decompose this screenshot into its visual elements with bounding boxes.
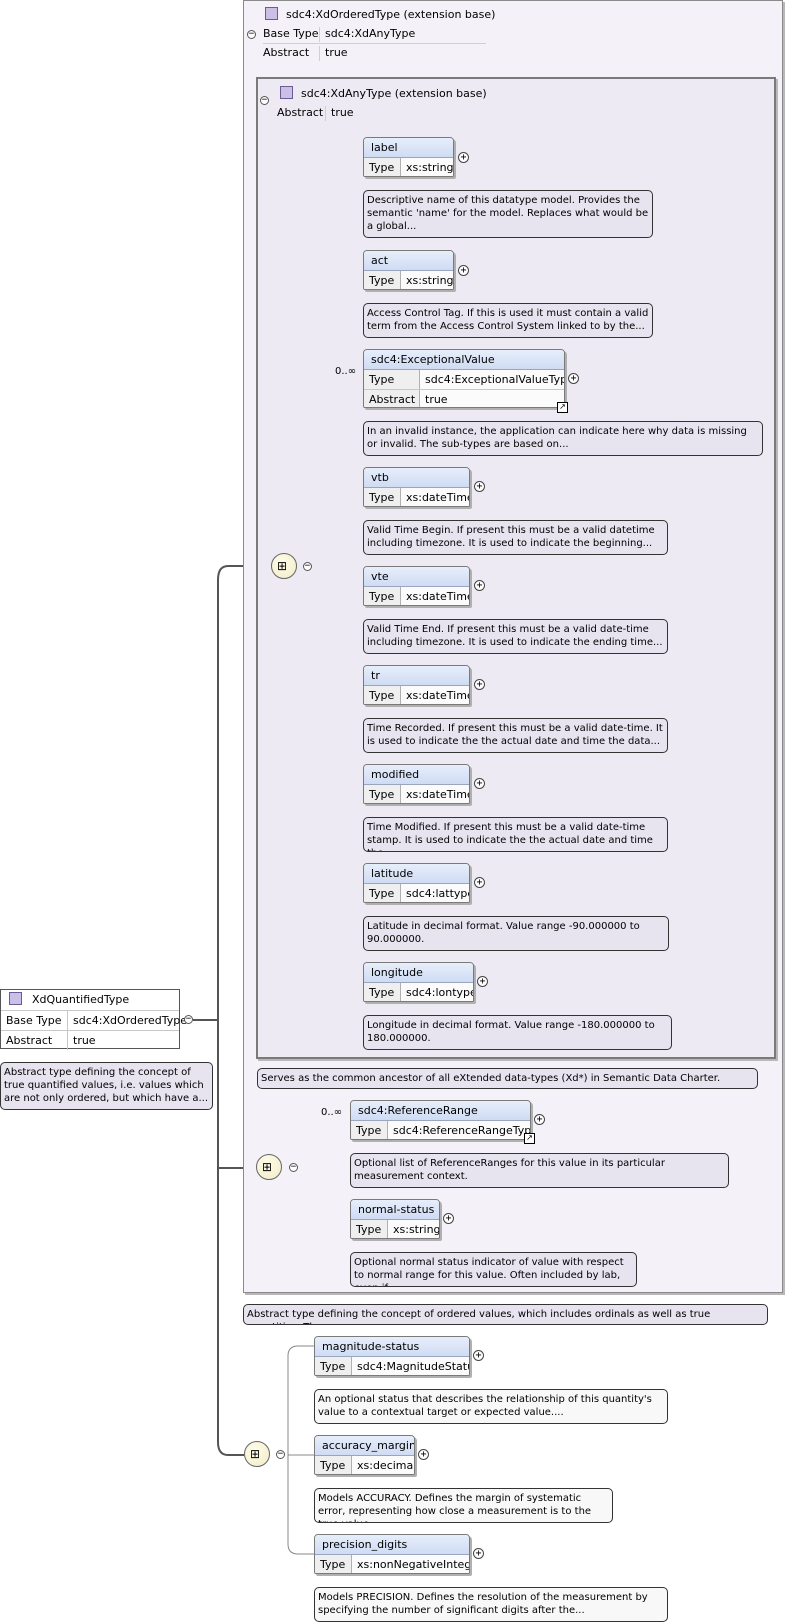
complex-type-icon [280,86,293,99]
element-doc: Descriptive name of this datatype model.… [363,190,653,238]
collapse-icon[interactable]: − [303,561,312,571]
element-doc: Valid Time End. If present this must be … [363,619,668,654]
root-type-box[interactable]: XdQuantifiedType Base Type sdc4:XdOrdere… [0,989,187,1050]
ordered-base-title: sdc4:XdOrderedType (extension base) [265,7,495,21]
element-doc: Optional normal status indicator of valu… [350,1252,637,1287]
reference-arrow-icon: ↗ [524,1133,535,1144]
any-base-title: sdc4:XdAnyType (extension base) [280,86,487,100]
expand-icon[interactable]: + [474,778,485,789]
expand-icon[interactable]: + [534,1114,545,1125]
complex-type-icon [265,7,278,20]
expand-icon[interactable]: + [477,976,488,987]
collapse-icon[interactable]: − [276,1449,285,1459]
root-prop-row: Base Type sdc4:XdOrderedType [1,1011,187,1031]
element-doc: In an invalid instance, the application … [363,421,763,456]
expand-icon[interactable]: + [568,373,579,384]
expand-icon[interactable]: + [474,877,485,888]
any-base-doc: Serves as the common ancestor of all eXt… [257,1068,758,1089]
element-doc: Longitude in decimal format. Value range… [363,1015,672,1050]
sequence-compositor-icon[interactable]: ⊞ [271,553,297,579]
complex-type-icon [9,992,22,1005]
element-doc: Access Control Tag. If this is used it m… [363,303,653,338]
collapse-icon[interactable]: − [247,29,256,39]
expand-icon[interactable]: + [418,1449,429,1460]
root-doc: Abstract type defining the concept of tr… [0,1062,213,1110]
multiplicity-label: 0..∞ [335,366,357,377]
collapse-icon[interactable]: − [260,95,269,105]
root-prop-row: Abstract true [1,1031,179,1050]
expand-icon[interactable]: + [458,265,469,276]
expand-icon[interactable]: + [474,481,485,492]
collapse-icon[interactable]: − [289,1162,298,1172]
root-type-title: XdQuantifiedType [1,990,179,1011]
ordered-base-doc: Abstract type defining the concept of or… [243,1304,768,1325]
element-doc: Latitude in decimal format. Value range … [363,916,669,951]
expand-icon[interactable]: + [443,1213,454,1224]
sequence-compositor-icon[interactable]: ⊞ [256,1154,282,1180]
expand-icon[interactable]: + [474,580,485,591]
element-doc: Time Modified. If present this must be a… [363,817,668,852]
sequence-compositor-icon[interactable]: ⊞ [244,1441,270,1467]
element-precision-digits[interactable]: precision_digits Typexs:nonNegativeInteg… [314,1534,470,1574]
element-doc: Valid Time Begin. If present this must b… [363,520,668,555]
reference-arrow-icon: ↗ [557,402,568,413]
trunk-line [217,565,244,1456]
collapse-icon[interactable]: − [184,1014,193,1024]
element-doc: Optional list of ReferenceRanges for thi… [350,1153,729,1188]
element-doc: An optional status that describes the re… [314,1389,668,1424]
expand-icon[interactable]: + [473,1548,484,1559]
multiplicity-label: 0..∞ [321,1107,343,1118]
element-doc: Models PRECISION. Defines the resolution… [314,1587,668,1622]
expand-icon[interactable]: + [458,152,469,163]
any-base-frame [256,77,776,1059]
expand-icon[interactable]: + [473,1350,484,1361]
element-doc: Models ACCURACY. Defines the margin of s… [314,1488,613,1523]
expand-icon[interactable]: + [474,679,485,690]
element-doc: Time Recorded. If present this must be a… [363,718,668,753]
